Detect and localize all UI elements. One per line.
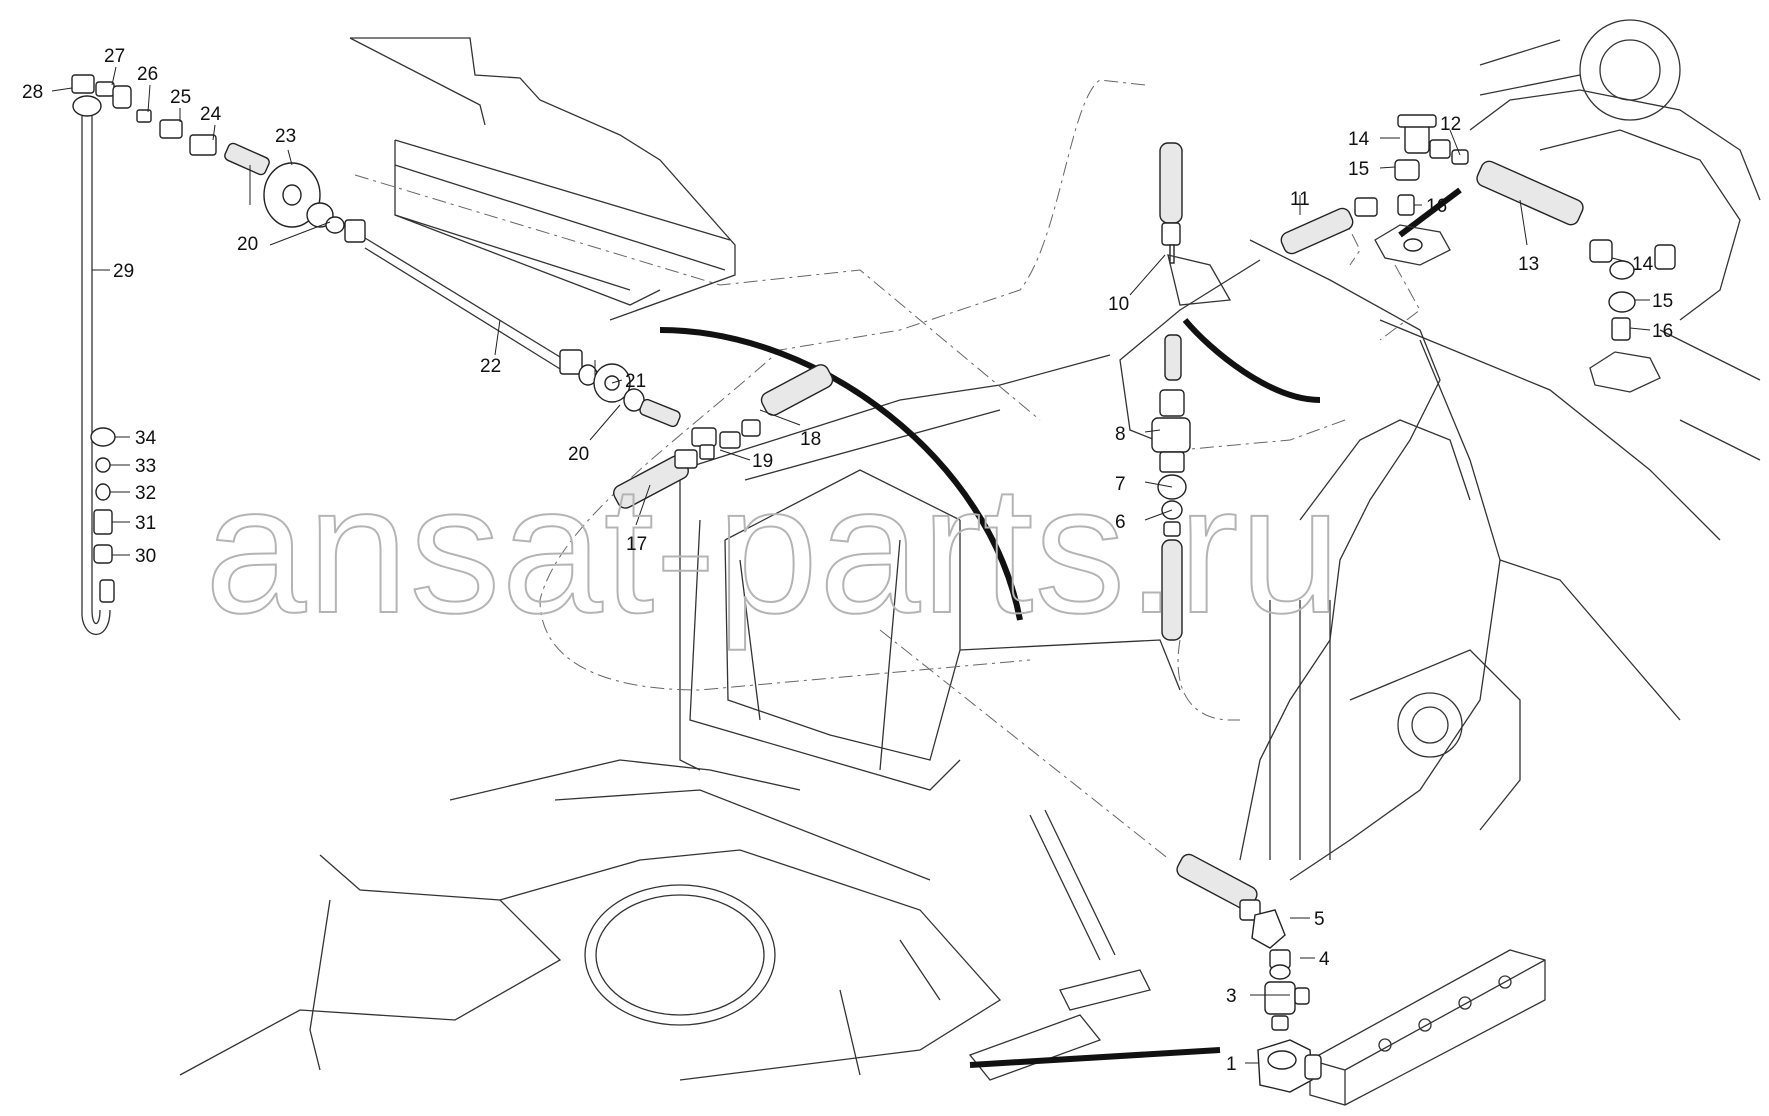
callout-20b: 20	[568, 444, 589, 465]
leader-lines	[51, 66, 1651, 1064]
callout-22: 22	[480, 356, 501, 377]
callout-21: 21	[625, 371, 646, 392]
callout-28: 28	[22, 82, 43, 103]
callout-15b: 15	[1652, 291, 1673, 312]
callout-34: 34	[135, 428, 157, 449]
right-fittings	[1280, 114, 1676, 393]
callout-32: 32	[135, 483, 156, 504]
watermark-text: ansat-parts.ru	[205, 447, 1342, 651]
callout-30: 30	[135, 546, 156, 567]
central-hose-assembly	[1151, 142, 1232, 641]
callout-19: 19	[752, 451, 773, 472]
callout-3: 3	[1226, 986, 1237, 1007]
callout-12: 12	[1440, 114, 1461, 135]
callout-20: 20	[237, 234, 258, 255]
callout-13: 13	[1518, 254, 1539, 275]
callout-8: 8	[1115, 424, 1126, 445]
callout-27: 27	[104, 46, 125, 67]
callout-labels: 1 3 4 5 6 7 8 10 11 12 13 14 14 15 15 16…	[22, 46, 1673, 1075]
callout-14b: 14	[1632, 254, 1654, 275]
callout-6: 6	[1115, 512, 1126, 533]
upper-left-fittings	[71, 74, 834, 636]
bottom-fittings	[1176, 853, 1322, 1093]
callout-7: 7	[1115, 474, 1126, 495]
callout-26: 26	[137, 64, 158, 85]
callout-18: 18	[800, 429, 821, 450]
callout-29: 29	[113, 261, 134, 282]
callout-24: 24	[200, 104, 222, 125]
callout-4: 4	[1319, 949, 1330, 970]
pointer-lines	[659, 187, 1462, 1068]
callout-16: 16	[1426, 196, 1447, 217]
callout-16b: 16	[1652, 321, 1673, 342]
callout-31: 31	[135, 513, 156, 534]
callout-25: 25	[170, 87, 191, 108]
callout-5: 5	[1314, 909, 1325, 930]
callout-1: 1	[1226, 1054, 1237, 1075]
routing-lines	[354, 79, 1421, 861]
callout-10: 10	[1108, 294, 1129, 315]
callout-17: 17	[626, 534, 647, 555]
callout-11: 11	[1290, 189, 1310, 210]
callout-14: 14	[1348, 129, 1370, 150]
callout-23: 23	[275, 126, 296, 147]
callout-33: 33	[135, 456, 156, 477]
callout-15: 15	[1348, 159, 1369, 180]
chassis-frame	[179, 19, 1761, 1106]
